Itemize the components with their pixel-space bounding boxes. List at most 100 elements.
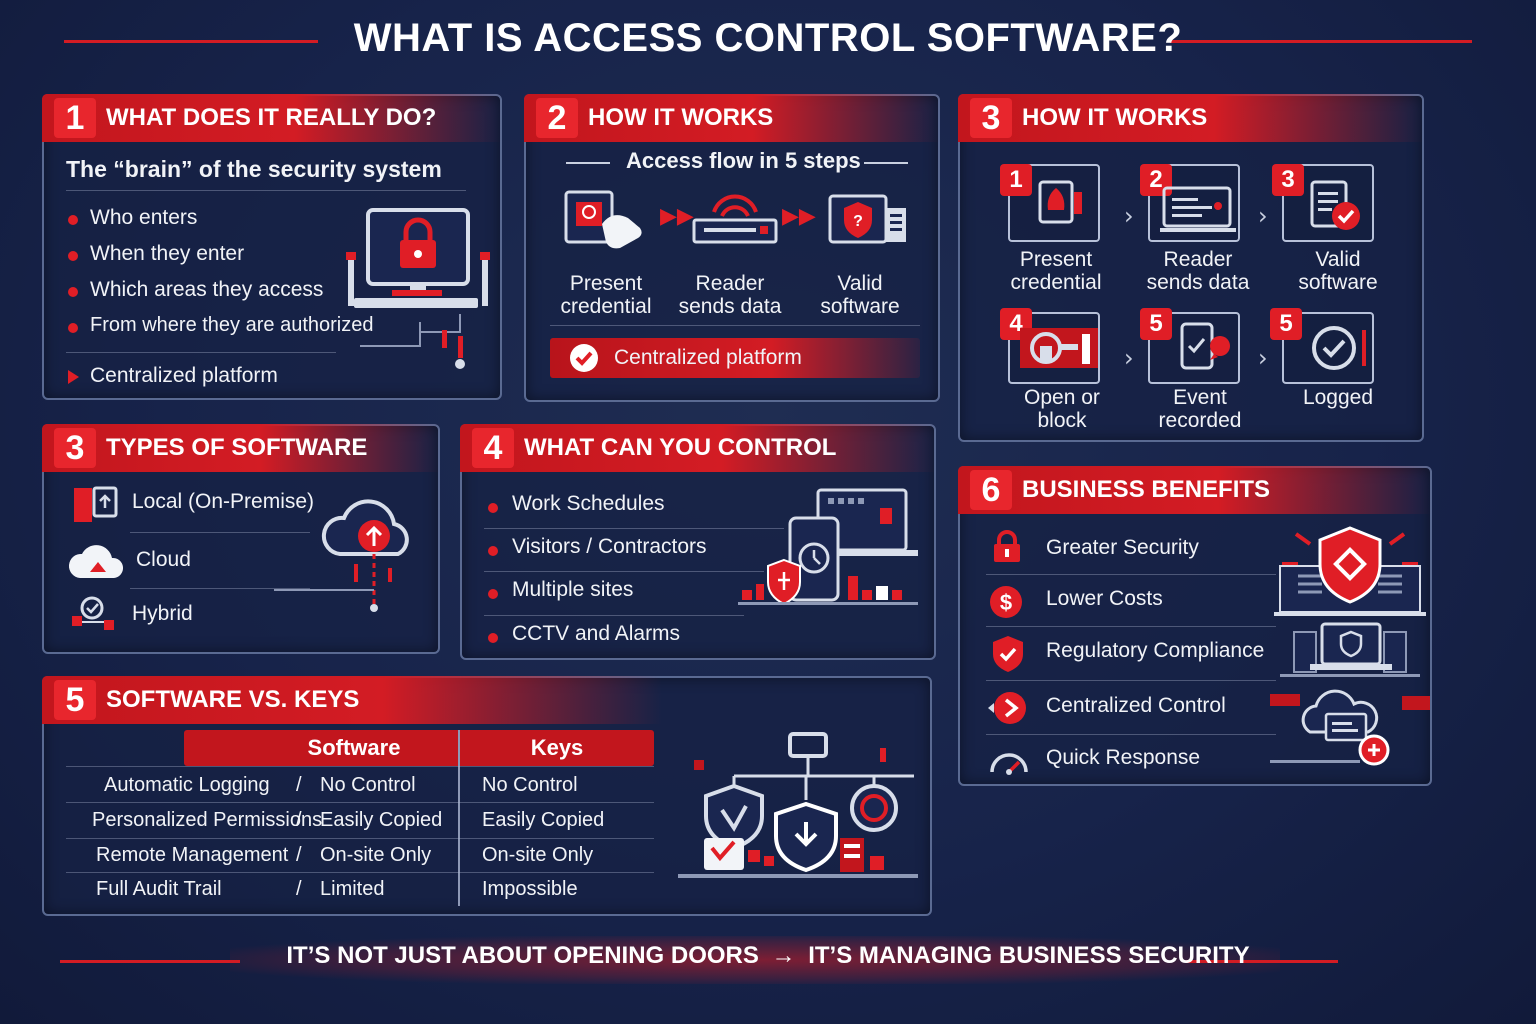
benefit-item: Lower Costs — [1046, 587, 1163, 610]
panel-subtitle: Access flow in 5 steps — [626, 148, 861, 173]
divider — [66, 190, 466, 191]
step-label-line1: Open or — [1024, 386, 1100, 409]
list-item: Who enters — [90, 206, 198, 229]
list-item: From where they are authorized — [90, 314, 374, 336]
divider — [550, 325, 920, 326]
divider — [66, 352, 336, 353]
table-cell-keys: Easily Copied — [482, 809, 605, 831]
svg-text:?: ? — [853, 213, 863, 230]
panel-header: 6 BUSINESS BENEFITS — [958, 466, 1432, 514]
table-cell-separator: / — [296, 844, 302, 866]
footer-glow — [230, 936, 1280, 984]
step-label-line2: software — [1298, 271, 1378, 294]
door-lock-icon — [1020, 328, 1098, 368]
divider — [484, 571, 764, 572]
list-item: When they enter — [90, 242, 245, 265]
panel-number: 3 — [54, 428, 96, 468]
panel-number: 6 — [970, 470, 1012, 510]
step-badge: 5 — [1140, 308, 1172, 340]
control-item: CCTV and Alarms — [512, 622, 681, 645]
chevron-right-icon: › — [1258, 202, 1268, 230]
table-cell-feature: Remote Management — [96, 844, 289, 866]
control-item: Visitors / Contractors — [512, 535, 707, 558]
step-label-line2: sends data — [1146, 271, 1250, 294]
monitor-lock-icon — [346, 208, 490, 369]
table-cell-keys: No Control — [482, 774, 578, 796]
panel-how-it-works-flow: 2 HOW IT WORKS Access flow in 5 steps ▶▶… — [524, 94, 940, 402]
divider — [986, 734, 1276, 735]
table-header-bar — [184, 730, 654, 766]
list-item: Which areas they access — [90, 278, 324, 301]
step-label-line2: recorded — [1158, 409, 1242, 432]
card-reader-icon — [692, 194, 778, 244]
panel-software-vs-keys: 5 SOFTWARE VS. KEYS Software Keys Automa… — [42, 676, 932, 916]
panel-number: 3 — [970, 98, 1012, 138]
bullet-icon — [488, 546, 498, 556]
panel-what-does-it-do: 1 WHAT DOES IT REALLY DO? The “brain” of… — [42, 94, 502, 400]
centralized-control-icon — [988, 692, 1026, 724]
divider — [484, 615, 744, 616]
chevron-right-icon: › — [1258, 344, 1268, 372]
step-label-line1: Present — [569, 272, 643, 295]
benefit-item: Quick Response — [1046, 746, 1201, 769]
table-cell-feature: Personalized Permissions — [92, 809, 323, 831]
valid-software-icon: ? — [828, 194, 906, 244]
local-server-icon — [74, 486, 118, 522]
hybrid-network-icon — [72, 596, 114, 630]
panel-types-of-software: 3 TYPES OF SOFTWARE Local (On-Premise) C… — [42, 424, 440, 654]
divider — [130, 588, 310, 589]
chevron-right-icon: › — [1124, 202, 1134, 230]
footer-line-left — [60, 960, 240, 963]
table-cell-software: No Control — [320, 774, 416, 796]
footer-tagline-left: IT’S NOT JUST ABOUT OPENING DOORS — [286, 942, 759, 969]
step-label-line2: block — [1037, 409, 1087, 432]
benefit-item: Greater Security — [1046, 536, 1199, 559]
panel-header: 5 SOFTWARE VS. KEYS — [42, 676, 662, 724]
divider — [484, 528, 784, 529]
column-header-keys: Keys — [530, 735, 584, 760]
panel-heading: TYPES OF SOFTWARE — [106, 434, 368, 461]
table-cell-software: Limited — [320, 878, 385, 900]
table-cell-separator: / — [296, 774, 302, 796]
panel-header: 4 WHAT CAN YOU CONTROL — [460, 424, 936, 472]
divider — [864, 162, 908, 164]
cloud-icon — [68, 545, 124, 578]
table-cell-separator: / — [296, 878, 302, 900]
centralized-platform-label: Centralized platform — [90, 364, 278, 387]
benefit-item: Centralized Control — [1046, 694, 1226, 717]
table-row-divider — [66, 802, 654, 803]
panel-header: 3 TYPES OF SOFTWARE — [42, 424, 440, 472]
step-label-line2: credential — [560, 295, 652, 318]
page-title: WHAT IS ACCESS CONTROL SOFTWARE? — [353, 16, 1183, 60]
step-label-line1: Reader — [695, 272, 765, 295]
valid-check-icon — [1310, 180, 1360, 230]
step-label-line2: software — [820, 295, 900, 318]
footer-tagline-right: IT’S MANAGING BUSINESS SECURITY — [808, 942, 1250, 969]
logged-check-icon — [1312, 326, 1366, 370]
step-badge: 1 — [1000, 164, 1032, 196]
security-network-icon — [678, 732, 918, 878]
bullet-icon — [68, 251, 78, 261]
step-label-line1: Reader — [1163, 248, 1233, 271]
step-badge: 2 — [1140, 164, 1172, 196]
table-cell-keys: On-site Only — [482, 844, 594, 866]
panel-heading: HOW IT WORKS — [1022, 104, 1208, 131]
table-cell-keys: Impossible — [482, 878, 578, 900]
bullet-icon — [488, 589, 498, 599]
step-label-line1: Event — [1173, 386, 1227, 409]
table-row-divider — [66, 838, 654, 839]
svg-text:$: $ — [1000, 590, 1012, 615]
divider — [986, 680, 1276, 681]
speedometer-icon — [990, 753, 1028, 775]
panel-number: 4 — [472, 428, 514, 468]
table-cell-software: On-site Only — [320, 844, 432, 866]
step-label-line1: Logged — [1302, 386, 1374, 409]
security-building-icon — [1270, 526, 1430, 766]
panel-header: 2 HOW IT WORKS — [524, 94, 940, 142]
panel-subtitle: The “brain” of the security system — [66, 156, 442, 182]
software-type-cloud: Cloud — [136, 548, 191, 571]
table-row-divider — [66, 766, 654, 767]
panel-header: 1 WHAT DOES IT REALLY DO? — [42, 94, 502, 142]
software-type-hybrid: Hybrid — [132, 602, 193, 625]
divider — [130, 532, 310, 533]
